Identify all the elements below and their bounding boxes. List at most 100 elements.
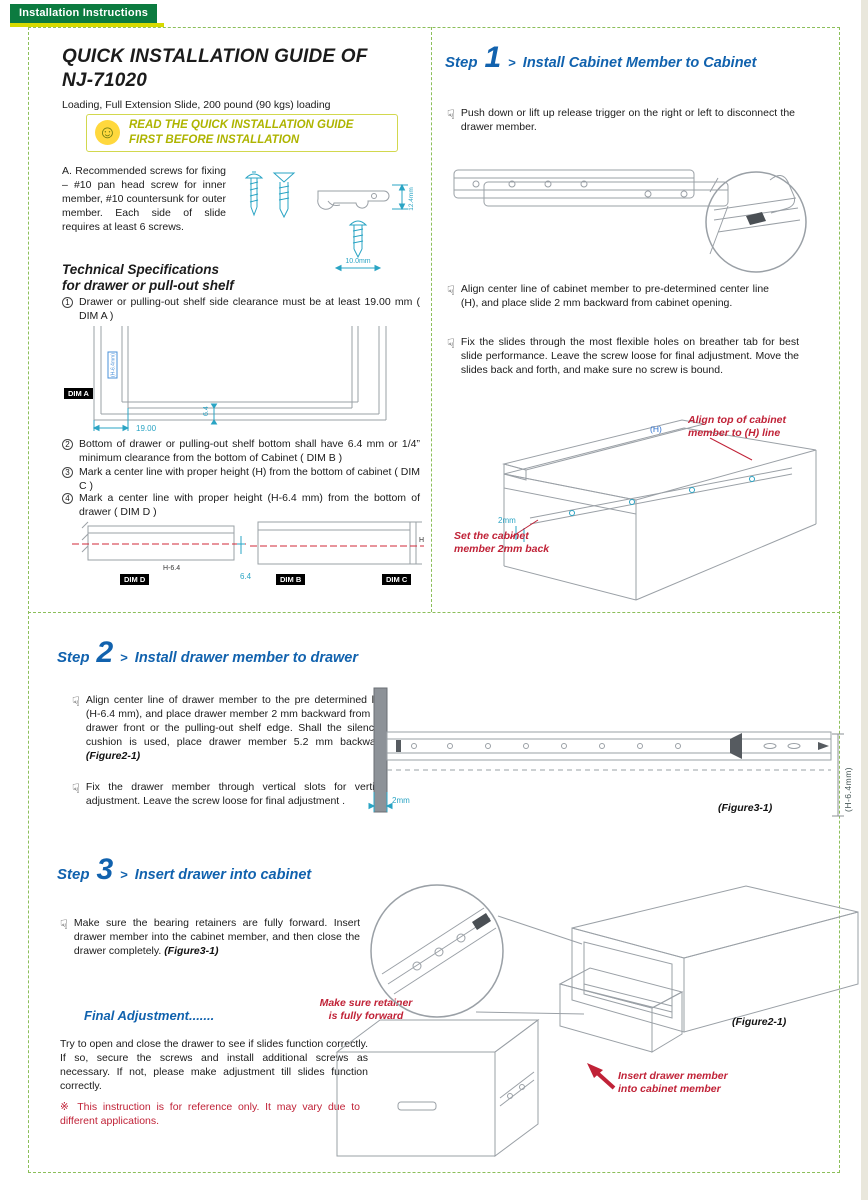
retainer-illustration xyxy=(472,913,491,930)
insert-drawer-figure: (Figure2-1) Insert drawer member into ca… xyxy=(322,866,862,1178)
final-adjustment-text: Try to open and close the drawer to see … xyxy=(60,1038,368,1092)
step1-bullet-1-text: Push down or lift up release trigger on … xyxy=(460,107,795,133)
width-dim-label: 19.00 xyxy=(136,424,157,433)
step1-number: 1 xyxy=(484,41,502,74)
step3-word: Step xyxy=(57,866,90,883)
spec-item-2: 2 Bottom of drawer or pulling-out shelf … xyxy=(62,438,420,466)
screw-figure: 12.4mm 10.0mm xyxy=(232,165,424,273)
drawer-member-drawing xyxy=(368,687,844,817)
tech-specs-heading: Technical Specifications for drawer or p… xyxy=(62,262,234,294)
step1-title: Install Cabinet Member to Cabinet xyxy=(522,55,757,71)
doc-subtitle: Loading, Full Extension Slide, 200 pound… xyxy=(62,99,331,111)
cabinet-figure: Align top of cabinet member to (H) line … xyxy=(452,398,838,610)
insert-drawer-drawing xyxy=(335,884,859,1157)
notice-line1: READ THE QUICK INSTALLATION GUIDE xyxy=(129,119,354,131)
step3-heading: Step 3 > Insert drawer into cabinet xyxy=(57,853,312,886)
figure3-1-ref: (Figure3-1) xyxy=(164,944,219,957)
step3-bullet-1-body: Make sure the bearing retainers are full… xyxy=(73,917,360,957)
hand-pointer-icon: ☟ xyxy=(72,694,80,709)
dim-a-badge: DIM A xyxy=(64,388,93,399)
page-border xyxy=(28,27,840,1173)
spec-item-3-text: Mark a center line with proper height (H… xyxy=(79,466,420,492)
tech-heading-line2: for drawer or pull-out shelf xyxy=(62,277,234,293)
screw-recommendation: A. Recommended screws for fixing – #10 p… xyxy=(62,165,424,273)
tech-heading-line1: Technical Specifications xyxy=(62,262,220,277)
spec-item-1: 1 Drawer or pulling-out shelf side clear… xyxy=(62,296,420,324)
column-divider xyxy=(431,27,432,612)
step2-bullet-1: ☟ Align center line of drawer member to … xyxy=(72,694,388,764)
hand-pointer-icon: ☟ xyxy=(447,107,455,122)
item-number-icon: 4 xyxy=(62,493,73,504)
retainer-annotation: Make sure retainer is fully forward xyxy=(319,997,413,1023)
spec-item-3: 3 Mark a center line with proper height … xyxy=(62,466,420,494)
step2-bullet-2: ☟ Fix the drawer member through vertical… xyxy=(72,781,388,809)
step3-number: 3 xyxy=(96,853,114,886)
scan-edge-shade xyxy=(861,0,868,1200)
step2-heading: Step 2 > Install drawer member to drawer xyxy=(57,636,358,669)
dim-b-badge: DIM B xyxy=(276,574,306,585)
figure3-1-caption: (Figure3-1) xyxy=(718,802,773,814)
notice-text: READ THE QUICK INSTALLATION GUIDE FIRST … xyxy=(129,118,353,148)
step2-bullet-1-body: Align center line of drawer member to th… xyxy=(85,694,388,748)
dim-d-badge: DIM D xyxy=(120,574,150,585)
set-back-annotation: Set the cabinet member 2mm back xyxy=(454,530,550,556)
page-tag-underline xyxy=(10,23,164,27)
slide-release-drawing xyxy=(453,169,807,273)
figure2-1-ref: (Figure2-1) xyxy=(85,749,141,762)
step2-number: 2 xyxy=(96,636,114,669)
hand-pointer-icon: ☟ xyxy=(60,917,68,932)
dim-bcd-figure: DIM D H-6.4 6.4 DIM B DIM C H xyxy=(60,518,428,598)
step1-bullet-3-text: Fix the slides through the most flexible… xyxy=(460,336,799,376)
step1-bullet-3: ☟ Fix the slides through the most flexib… xyxy=(447,336,799,378)
reference-note: ※ This instruction is for reference only… xyxy=(60,1101,360,1128)
spec-item-2-text: Bottom of drawer or pulling-out shelf bo… xyxy=(79,438,420,464)
step2-arrow-icon: > xyxy=(120,650,128,665)
step1-bullet-2: ☟ Align center line of cabinet member to… xyxy=(447,283,769,311)
dim-c-badge: DIM C xyxy=(382,574,412,585)
step1-bullet-1: ☟ Push down or lift up release trigger o… xyxy=(447,107,795,135)
hand-pointer-icon: ☟ xyxy=(447,283,455,298)
step2-bullet-1-text: Align center line of drawer member to th… xyxy=(86,694,388,764)
align-top-annotation: Align top of cabinet member to (H) line xyxy=(688,414,786,440)
final-adjustment-heading: Final Adjustment....... xyxy=(84,1008,215,1023)
hand-pointer-icon: ☟ xyxy=(72,781,80,796)
screw-height-dim: 12.4mm xyxy=(408,187,415,210)
clearance-dim-label: 6.4 xyxy=(240,572,252,581)
page-tag: Installation Instructions xyxy=(10,4,158,23)
height-dim-label: H xyxy=(419,537,425,544)
bottom-dim-label: 6.4 xyxy=(203,406,210,416)
step1-bullet-2-text: Align center line of cabinet member to p… xyxy=(460,283,769,309)
smiley-icon: ☺ xyxy=(95,120,120,146)
read-first-notice: ☺ READ THE QUICK INSTALLATION GUIDE FIRS… xyxy=(86,114,398,152)
setback-dim-label: 2mm xyxy=(498,516,516,525)
step1-word: Step xyxy=(445,54,478,71)
spec-item-1-text: Drawer or pulling-out shelf side clearan… xyxy=(79,296,420,322)
step3-arrow-icon: > xyxy=(120,867,128,882)
h-minus-dim-label: H-6.4 xyxy=(163,565,181,572)
item-number-icon: 3 xyxy=(62,467,73,478)
hand-pointer-icon: ☟ xyxy=(447,336,455,351)
h-line-label: (H) xyxy=(650,424,662,434)
step2-bullet-2-text: Fix the drawer member through vertical s… xyxy=(85,781,388,807)
drawer-member-figure: 2mm (H-6.4mm) (Figure3-1) xyxy=(366,684,860,824)
section-divider xyxy=(28,612,840,613)
release-trigger-illustration xyxy=(746,212,766,225)
step3-bullet-1: ☟ Make sure the bearing retainers are fu… xyxy=(60,917,360,959)
drawer-front-edge xyxy=(373,687,388,813)
insert-annotation: Insert drawer member into cabinet member xyxy=(618,1070,728,1096)
step1-arrow-icon: > xyxy=(508,55,516,70)
step3-title: Insert drawer into cabinet xyxy=(134,867,312,883)
side-height-note: (H-6.4mm) xyxy=(111,353,117,377)
cabinet-drawing xyxy=(502,419,817,601)
doc-title-line2: NJ-71020 xyxy=(62,70,148,91)
dim-a-drawing: (H-6.4mm) 19.00 6.4 xyxy=(92,326,387,433)
figure2-1-caption: (Figure2-1) xyxy=(732,1016,787,1028)
screw-drawing: 12.4mm 10.0mm xyxy=(244,171,415,272)
notice-line2: FIRST BEFORE INSTALLATION xyxy=(129,133,300,146)
insert-arrow-icon xyxy=(587,1063,616,1090)
dim-a-figure: (H-6.4mm) 19.00 6.4 DIM A xyxy=(64,322,416,434)
item-number-icon: 2 xyxy=(62,439,73,450)
step1-heading: Step 1 > Install Cabinet Member to Cabin… xyxy=(445,41,757,74)
dim-bcd-drawing xyxy=(72,521,424,565)
height-dim-label: (H-6.4mm) xyxy=(843,766,853,812)
